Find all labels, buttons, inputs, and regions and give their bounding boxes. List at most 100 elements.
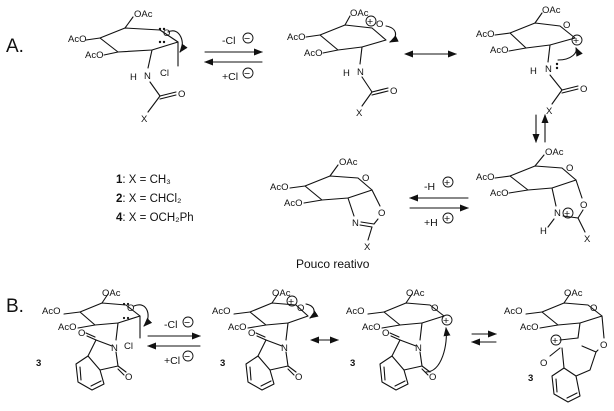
x-label: X — [546, 106, 553, 117]
poorly-reactive-caption: Pouco reativo — [296, 257, 370, 271]
minus-charge-symbol: − — [244, 68, 250, 80]
aco-label: AcO — [476, 172, 494, 183]
aco-label: AcO — [362, 322, 380, 333]
cl-label: Cl — [160, 68, 169, 79]
phthalimide-oxygen-label: O — [382, 328, 389, 339]
ring-oxygen-label: O — [362, 173, 369, 184]
oac-label: OAc — [134, 9, 153, 20]
oac-label: OAc — [350, 8, 369, 19]
aco-label: AcO — [346, 306, 364, 317]
oac-label: OAc — [406, 288, 425, 299]
ring-oxygen-label: O — [431, 303, 438, 314]
aco-label: AcO — [504, 306, 522, 317]
n-label: N — [352, 218, 359, 229]
equilibrium-arrows-chloride-loss: -Cl − +Cl − — [204, 32, 263, 83]
n-label: N — [415, 343, 422, 354]
compound-number-label: 3 — [350, 358, 355, 369]
minus-charge-symbol: − — [244, 33, 250, 45]
h-label: H — [530, 66, 537, 77]
substituent-legend: 1: X = CH₃ 2: X = CHCl₂ 4: X = OCH₂Ph — [116, 174, 194, 224]
phthalimide-oxygen-label: O — [540, 358, 547, 369]
oxazoline-oxygen-label: O — [600, 340, 607, 351]
ring-oxygen-label: O — [163, 28, 170, 39]
oac-label: OAc — [542, 5, 561, 16]
compound-number-label: 3 — [220, 358, 225, 369]
oac-label: OAc — [564, 288, 583, 299]
carbonyl-oxygen-label: O — [178, 89, 185, 100]
ring-oxygen-label: O — [376, 19, 383, 30]
oac-label: OAc — [545, 147, 564, 158]
h-label: H — [343, 68, 350, 79]
equilibrium-arrows-cyclization — [471, 330, 497, 346]
aco-label: AcO — [476, 29, 494, 40]
plus-charge-symbol: + — [288, 296, 294, 308]
phthalimide-oxygen-label: O — [295, 372, 302, 383]
aco-label: AcO — [284, 198, 302, 209]
plus-charge-symbol: + — [443, 315, 449, 327]
n-label: N — [554, 208, 561, 219]
aco-label: AcO — [58, 322, 76, 333]
aco-label: AcO — [490, 188, 508, 199]
x-label: X — [356, 108, 363, 119]
glycosyl-chloride-structure: OAc AcO AcO O N H Cl O X — [68, 9, 188, 125]
plus-charge-symbol: + — [367, 16, 373, 28]
equilibrium-arrows-chloride-loss: -Cl − +Cl − — [147, 316, 201, 367]
oac-label: OAc — [339, 157, 358, 168]
oxocarbenium-resonance-structure: OAc AcO AcO O + N H O X — [476, 5, 587, 117]
compound-number-label: 3 — [36, 358, 41, 369]
aco-label: AcO — [228, 322, 246, 333]
ring-oxygen-label: O — [297, 303, 304, 314]
n-label: N — [545, 64, 552, 75]
plus-charge-symbol: + — [564, 208, 570, 220]
n-label: N — [281, 343, 288, 354]
h-label: H — [540, 226, 547, 237]
aco-label: AcO — [212, 306, 230, 317]
equilibrium-arrows-deprotonation: -H + +H + — [409, 176, 469, 229]
ring-oxygen-label: O — [563, 20, 570, 31]
phthalimido-glycosyl-chloride-structure: OAc AcO AcO O Cl N O O 3 — [36, 288, 153, 391]
oxazoline-oxygen-label: O — [378, 208, 385, 219]
aco-label: AcO — [490, 45, 508, 56]
oxocarbenium-ion-structure: OAc AcO AcO O + N H O X — [287, 8, 399, 119]
ring-oxygen-label: O — [127, 303, 134, 314]
minus-cl-condition: -Cl — [222, 35, 235, 47]
ring-oxygen-label: O — [566, 163, 573, 174]
aco-label: AcO — [520, 322, 538, 333]
legend-item: 1: X = CH₃ — [116, 174, 171, 186]
x-label: X — [141, 114, 148, 125]
legend-item: 2: X = CHCl₂ — [116, 193, 182, 205]
aco-label: AcO — [42, 306, 60, 317]
aco-label: AcO — [287, 32, 305, 43]
aco-label: AcO — [68, 34, 86, 45]
phthalimide-oxygen-label: O — [125, 372, 132, 383]
plus-cl-condition: +Cl — [164, 355, 180, 367]
oac-label: OAc — [272, 288, 291, 299]
n-label: N — [144, 71, 151, 82]
oxazolinium-ion-structure: OAc AcO AcO O N + H O X — [476, 147, 591, 245]
vertical-equilibrium-arrows — [532, 114, 549, 143]
section-label-a: A. — [6, 36, 24, 57]
h-label: H — [130, 72, 137, 83]
x-label: X — [364, 242, 371, 253]
oac-label: OAc — [102, 288, 121, 299]
plus-charge-symbol: + — [444, 213, 450, 225]
legend-item: 4: X = OCH₂Ph — [116, 212, 194, 224]
minus-charge-symbol: − — [184, 317, 190, 329]
phthalimido-oxocarbenium-structure: OAc AcO AcO O + N O O 3 — [212, 288, 319, 391]
aco-label: AcO — [270, 182, 288, 193]
phthalimide-oxygen-label: O — [429, 372, 436, 383]
section-label-b: B. — [6, 296, 24, 317]
minus-h-condition: -H — [424, 181, 435, 193]
cl-label: Cl — [124, 341, 133, 352]
phthalimide-oxygen-label: O — [248, 328, 255, 339]
ring-oxygen-label: O — [590, 303, 597, 314]
n-label: N — [357, 67, 364, 78]
oxazoline-structure: OAc AcO AcO O N O X — [270, 157, 385, 253]
plus-h-condition: +H — [424, 217, 438, 229]
aco-label: AcO — [85, 50, 103, 61]
bicyclic-iminium-ion-structure: OAc AcO AcO O O + O 3 — [504, 288, 607, 403]
phthalimide-oxygen-label: O — [78, 328, 85, 339]
aco-label: AcO — [304, 48, 322, 59]
carbonyl-oxygen-label: O — [580, 84, 587, 95]
